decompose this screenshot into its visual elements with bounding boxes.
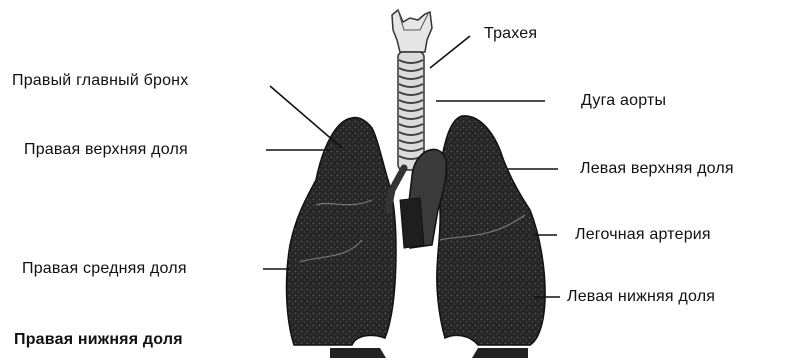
label-right-lower-lobe: Правая нижняя доля <box>14 331 183 349</box>
larynx <box>392 10 432 52</box>
label-trachea: Трахея <box>484 25 537 43</box>
pulmonary-artery-shape <box>400 198 424 248</box>
left-lung <box>437 116 545 345</box>
label-aortic-arch: Дуга аорты <box>581 92 666 110</box>
label-pulmonary-artery: Легочная артерия <box>575 226 711 244</box>
right-lung <box>287 117 396 345</box>
label-right-main-bronchus: Правый главный бронх <box>12 72 188 90</box>
label-right-upper-lobe: Правая верхняя доля <box>24 141 188 159</box>
trachea <box>398 52 424 170</box>
label-left-lower-lobe: Левая нижняя доля <box>567 288 715 306</box>
label-right-middle-lobe: Правая средняя доля <box>22 260 187 278</box>
label-left-upper-lobe: Левая верхняя доля <box>580 160 734 178</box>
